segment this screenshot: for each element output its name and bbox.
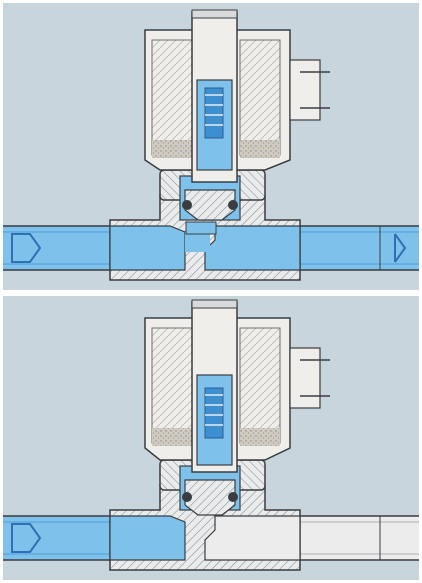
valve-chamber — [159, 459, 266, 516]
armature-tube — [191, 9, 238, 183]
left-pipe — [3, 515, 123, 561]
valve-body — [109, 194, 301, 281]
flow-arrow-icon — [11, 233, 42, 263]
flow-arrow-icon — [394, 233, 407, 263]
armature-tube — [191, 299, 238, 473]
flow-arrow-icon — [11, 523, 42, 553]
electrical-terminal — [289, 59, 330, 121]
electrical-terminal — [289, 347, 330, 409]
valve-open-panel — [3, 3, 419, 290]
valve-closed-panel — [3, 296, 419, 580]
valve-chamber — [159, 169, 266, 221]
valve-body — [109, 484, 301, 571]
left-pipe — [3, 225, 123, 271]
